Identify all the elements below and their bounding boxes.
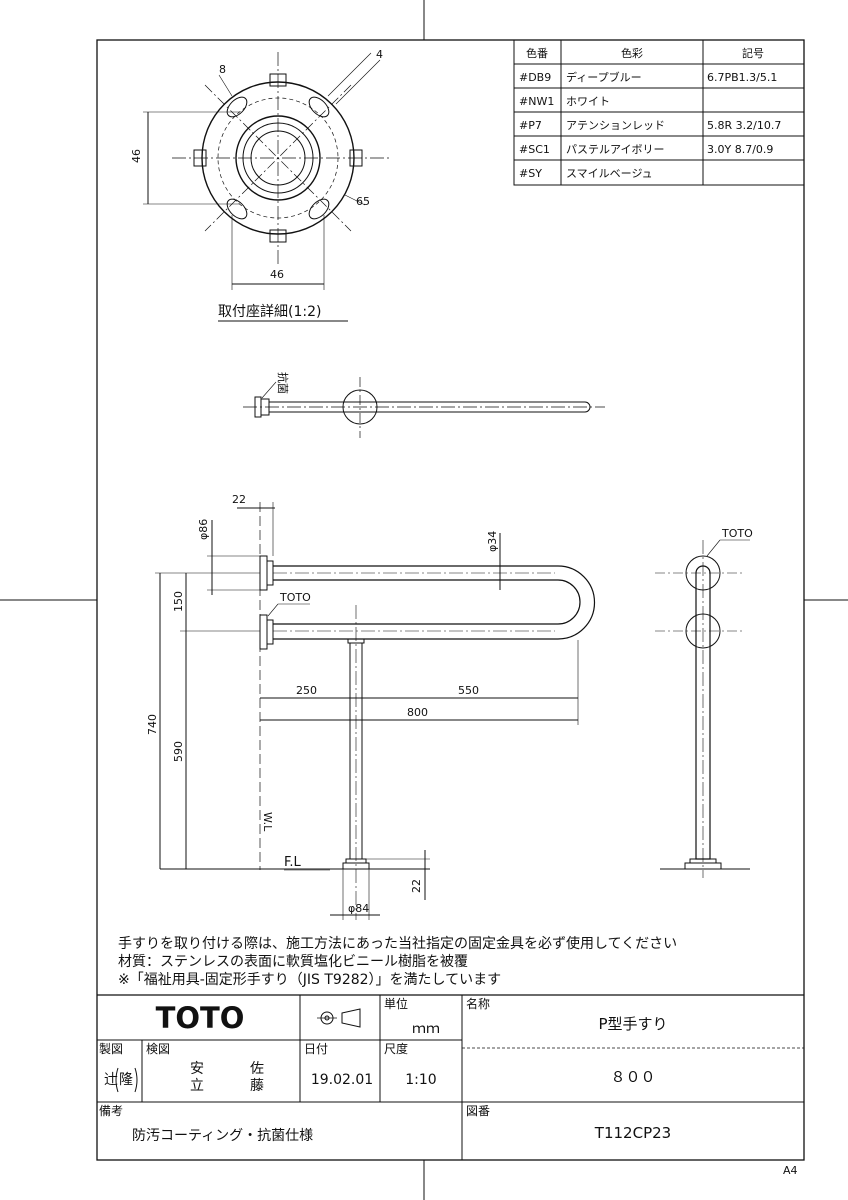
mount-plate-detail [143, 52, 390, 290]
screw-slot [308, 96, 330, 118]
color-code: #P7 [519, 119, 542, 132]
scale-label: 尺度 [384, 1041, 408, 1056]
dim-22-top: 22 [232, 493, 246, 506]
plate-lug [349, 149, 363, 167]
color-code: #SY [519, 167, 542, 180]
note-line: 手すりを取り付ける際は、施工方法にあった当社指定の固定金具を必ず使用してください [118, 935, 677, 952]
unit-value: ｍｍ [412, 1021, 440, 1037]
color-code: #NW1 [519, 95, 554, 108]
checked-name-2a: 佐 [250, 1061, 264, 1077]
top-view [243, 377, 605, 438]
color-name: パステルアイボリー [566, 143, 664, 156]
paper-size: A4 [783, 1164, 798, 1177]
dim-22-bottom: 22 [410, 879, 423, 893]
color-table-header-code: 色番 [526, 46, 548, 60]
dim-4: 4 [376, 48, 383, 61]
checked-name-1a: 安 [190, 1061, 204, 1077]
dim-740: 740 [146, 714, 159, 735]
title-block [97, 994, 804, 1160]
date-value: 19.02.01 [311, 1072, 373, 1088]
remarks-value: 防汚コーティング・抗菌仕様 [132, 1128, 313, 1144]
color-table-header-name: 色彩 [621, 46, 643, 60]
color-name: ディープブルー [566, 70, 642, 84]
toto-logo: TOTO [156, 1001, 245, 1035]
dim-590: 590 [172, 741, 185, 762]
name-label: 名称 [466, 996, 490, 1011]
dim-46-vertical: 46 [130, 149, 143, 163]
checked-name-2b: 藤 [250, 1078, 264, 1094]
checked-label: 検図 [146, 1042, 170, 1056]
label-wall-line: W.L [261, 812, 274, 832]
drawing-no-value: T112CP23 [594, 1124, 671, 1142]
side-mount-upper [685, 555, 721, 591]
color-code: #SC1 [519, 143, 550, 156]
drawing-no-label: 図番 [466, 1104, 490, 1118]
dim-800: 800 [407, 706, 428, 719]
dim-250: 250 [296, 684, 317, 697]
dim-phi86: φ86 [197, 519, 210, 540]
drawn-label: 製図 [99, 1042, 123, 1056]
wall-mount-upper [259, 555, 268, 591]
rail-outer [273, 565, 596, 640]
dim-150: 150 [172, 591, 185, 612]
drawn-name-2: 隆 [119, 1072, 133, 1088]
color-symbol: 3.0Y 8.7/0.9 [707, 143, 773, 156]
wall-mount-lower [259, 614, 268, 650]
label-toto-front: TOTO [279, 591, 311, 604]
remarks-label: 備考 [99, 1103, 123, 1118]
screw-slot [226, 96, 248, 118]
color-symbol: 6.7PB1.3/5.1 [707, 71, 777, 84]
scale-value: 1:10 [405, 1072, 436, 1088]
dim-phi84: φ84 [348, 902, 369, 915]
dim-8: 8 [219, 63, 226, 76]
color-symbol: 5.8R 3.2/10.7 [707, 119, 781, 132]
drawn-name-1: 辻 [104, 1072, 118, 1088]
note-line: ※「福祉用具-固定形手すり（JIS T9282）」を満たしています [118, 972, 501, 988]
side-view [655, 539, 750, 878]
name-value: P型手すり [598, 1015, 667, 1033]
dim-65: 65 [356, 195, 370, 208]
date-label: 日付 [304, 1042, 328, 1056]
checked-name-1b: 立 [190, 1078, 204, 1094]
drawing-frame [96, 39, 805, 1161]
screw-slot [226, 198, 248, 220]
plate-lug [193, 149, 207, 167]
side-mount-lower [685, 613, 721, 649]
side-rail [695, 565, 711, 860]
dim-phi34: φ34 [486, 531, 499, 552]
color-name: アテンションレッド [566, 119, 665, 132]
dim-550: 550 [458, 684, 479, 697]
color-code: #DB9 [519, 71, 551, 84]
color-name: ホワイト [566, 95, 610, 108]
screw-slot [308, 198, 330, 220]
front-view [155, 502, 596, 920]
label-floor-line: F.L [284, 855, 302, 870]
color-table-header-symbol: 記号 [742, 46, 764, 60]
plate-lug [269, 73, 287, 87]
plate-lug [269, 229, 287, 243]
note-line: 材質：ステンレスの表面に軟質塩化ビニール樹脂を被覆 [118, 954, 468, 970]
color-name: スマイルベージュ [566, 167, 653, 180]
size-value: ８００ [610, 1068, 655, 1086]
rail-inner [273, 579, 581, 625]
color-table: 色番 色彩 記号 #DB9 ディープブルー 6.7PB1.3/5.1 #NW1 … [513, 39, 805, 186]
label-antibacterial: 抗菌 [276, 372, 290, 394]
plate-outline [201, 81, 355, 235]
unit-label: 単位 [384, 996, 408, 1011]
dim-46-horizontal: 46 [270, 268, 284, 281]
label-toto-side: TOTO [721, 527, 753, 540]
mount-detail-title: 取付座詳細(1:2) [218, 304, 321, 320]
